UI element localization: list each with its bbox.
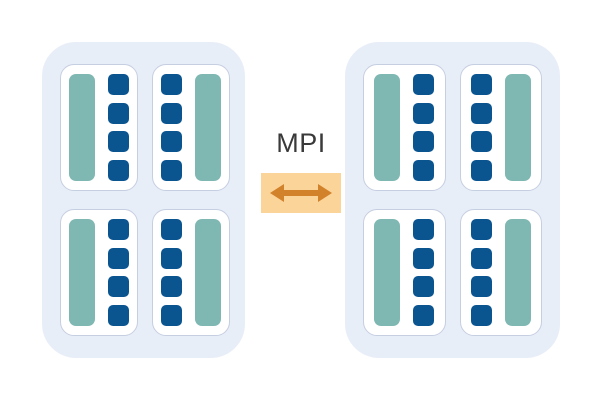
core-square-icon bbox=[161, 304, 182, 326]
mpi-link: MPI bbox=[261, 130, 341, 213]
core-square-icon bbox=[470, 159, 492, 181]
memory-bar-icon bbox=[195, 74, 221, 181]
core-square-icon bbox=[161, 74, 182, 95]
core-square-icon bbox=[161, 247, 182, 269]
memory-bar-icon bbox=[374, 219, 401, 326]
double-headed-horizontal-arrow-icon bbox=[270, 184, 332, 202]
core-square-icon bbox=[413, 74, 435, 95]
core-square-icon bbox=[470, 74, 492, 95]
memory-bar-icon bbox=[69, 74, 95, 181]
socket-grid-left bbox=[60, 64, 230, 336]
memory-bar-icon bbox=[69, 219, 95, 326]
socket-grid-right bbox=[363, 64, 542, 336]
core-square-icon bbox=[108, 102, 129, 124]
memory-bar-icon bbox=[504, 74, 531, 181]
core-square-icon bbox=[413, 304, 435, 326]
core-square-icon bbox=[108, 131, 129, 153]
core-column bbox=[470, 219, 492, 326]
mpi-arrow-box bbox=[261, 173, 341, 213]
core-square-icon bbox=[161, 219, 182, 240]
core-square-icon bbox=[413, 219, 435, 240]
core-square-icon bbox=[108, 276, 129, 298]
core-square-icon bbox=[108, 74, 129, 95]
core-column bbox=[108, 74, 129, 181]
socket-card-top-left bbox=[363, 64, 446, 191]
core-square-icon bbox=[108, 219, 129, 240]
core-square-icon bbox=[413, 159, 435, 181]
core-square-icon bbox=[108, 247, 129, 269]
core-square-icon bbox=[161, 276, 182, 298]
node-panel-left bbox=[42, 42, 245, 358]
core-square-icon bbox=[413, 102, 435, 124]
socket-card-top-right bbox=[152, 64, 230, 191]
core-square-icon bbox=[470, 276, 492, 298]
core-square-icon bbox=[470, 247, 492, 269]
node-panel-right bbox=[345, 42, 560, 358]
core-square-icon bbox=[108, 304, 129, 326]
core-column bbox=[413, 219, 435, 326]
mpi-label: MPI bbox=[276, 128, 326, 158]
core-square-icon bbox=[161, 159, 182, 181]
core-square-icon bbox=[470, 304, 492, 326]
core-column bbox=[161, 74, 182, 181]
socket-card-bottom-left bbox=[363, 209, 446, 336]
socket-card-bottom-left bbox=[60, 209, 138, 336]
memory-bar-icon bbox=[195, 219, 221, 326]
socket-card-bottom-right bbox=[152, 209, 230, 336]
core-square-icon bbox=[161, 102, 182, 124]
core-square-icon bbox=[470, 131, 492, 153]
core-column bbox=[470, 74, 492, 181]
socket-card-top-left bbox=[60, 64, 138, 191]
core-square-icon bbox=[413, 131, 435, 153]
memory-bar-icon bbox=[374, 74, 401, 181]
core-square-icon bbox=[161, 131, 182, 153]
core-column bbox=[108, 219, 129, 326]
memory-bar-icon bbox=[504, 219, 531, 326]
core-square-icon bbox=[413, 247, 435, 269]
socket-card-bottom-right bbox=[459, 209, 542, 336]
core-square-icon bbox=[108, 159, 129, 181]
socket-card-top-right bbox=[459, 64, 542, 191]
core-column bbox=[161, 219, 182, 326]
core-square-icon bbox=[470, 219, 492, 240]
core-square-icon bbox=[413, 276, 435, 298]
core-column bbox=[413, 74, 435, 181]
core-square-icon bbox=[470, 102, 492, 124]
